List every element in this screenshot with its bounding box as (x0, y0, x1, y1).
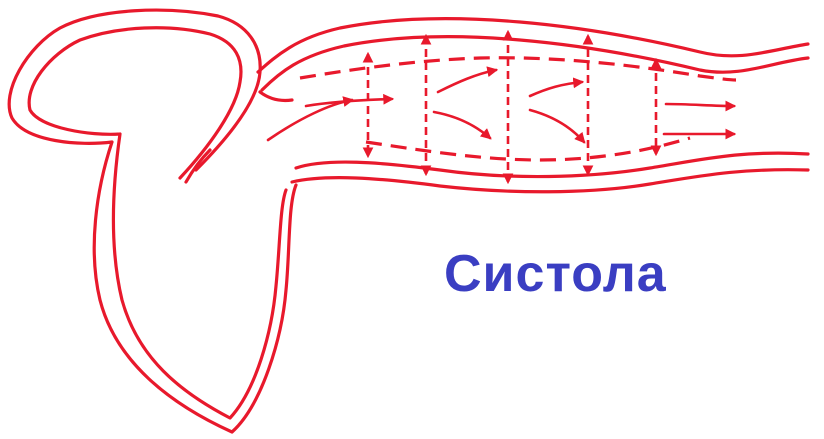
exit-flow-arrow-1 (666, 104, 734, 106)
ventricle-inner-wall (29, 28, 286, 418)
lower-dashed-line (366, 138, 690, 160)
mid-flow-arrow-down-1 (434, 112, 490, 138)
diagram-label: Систола (444, 244, 667, 304)
ventricle-outer-wall (9, 10, 296, 432)
aorta-upper-inner-wall (262, 37, 808, 90)
mid-flow-arrow-up-2 (530, 82, 582, 96)
aortic-valve-upper-leaflet (260, 92, 292, 101)
wall-pressure-arrows (368, 32, 656, 182)
flow-arrows (268, 70, 734, 142)
upper-dashed-line (300, 58, 736, 80)
aorta-lower-outer-wall (292, 170, 808, 192)
mid-flow-arrow-down-2 (530, 110, 584, 142)
vessel-midlines (300, 58, 736, 160)
mid-flow-arrow-up-1 (438, 70, 496, 92)
entry-flow-arrow-2 (306, 99, 392, 106)
ventricle-outline (9, 10, 296, 432)
